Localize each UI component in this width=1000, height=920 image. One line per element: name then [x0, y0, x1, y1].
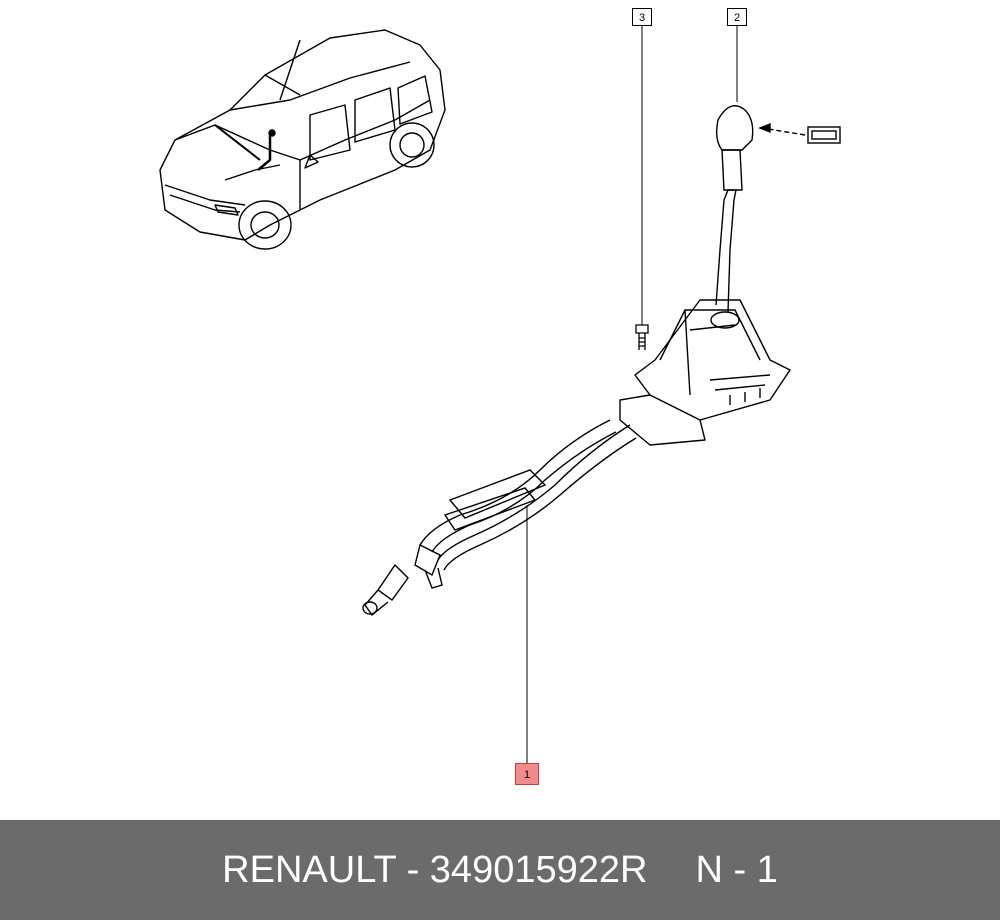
bolt [635, 324, 649, 350]
vehicle-illustration [159, 29, 446, 250]
knob-label-plate [758, 122, 841, 144]
parts-diagram [159, 26, 841, 763]
callout-part-2: 2 [727, 8, 747, 26]
cable-end-fittings [362, 543, 443, 617]
reference-label: N - 1 [695, 848, 778, 891]
part-number-label: RENAULT - 349015922R [222, 848, 648, 891]
shift-cables [419, 419, 637, 571]
leader-lines [526, 26, 738, 763]
gear-shifter-assembly [619, 299, 791, 446]
callout-part-1: 1 [515, 763, 539, 785]
shift-knob [715, 105, 754, 313]
footer-bar: RENAULT - 349015922R N - 1 [0, 820, 1000, 920]
callout-part-3: 3 [632, 8, 652, 26]
